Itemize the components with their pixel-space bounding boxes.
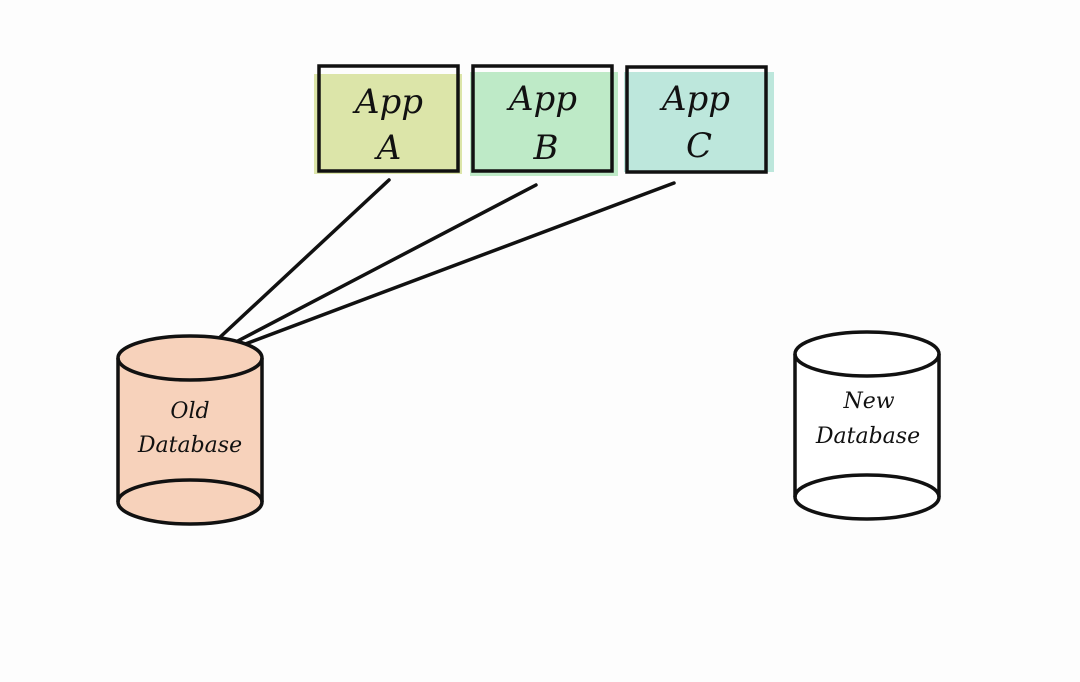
connector-app-c-old-db: [190, 181, 676, 366]
new-database-bottom-front: [793, 496, 941, 521]
app-c-border: [625, 65, 768, 174]
app-b-border: [471, 64, 614, 173]
old-database-label-line1: Old: [170, 399, 209, 424]
new-database-label-line1: New: [842, 389, 894, 414]
app-a-fill: [314, 74, 462, 174]
new-database-label-line2: Database: [815, 424, 920, 449]
app-a-border: [317, 64, 460, 173]
new-database: New Database: [793, 330, 941, 521]
new-database-top: [793, 330, 941, 378]
app-c-letter: C: [686, 126, 712, 166]
app-a-letter: A: [374, 128, 402, 168]
new-database-bottom-back: [793, 473, 941, 498]
connector-app-a-old-db: [186, 178, 391, 369]
app-c-fill: [624, 72, 774, 172]
old-database-bottom-front: [116, 501, 264, 526]
app-b-box: App B: [470, 64, 618, 176]
old-database: Old Database: [116, 334, 264, 526]
app-b-fill: [470, 72, 618, 176]
old-database-bottom-back: [116, 478, 264, 503]
app-a-box: App A: [314, 64, 462, 174]
connectors: [186, 178, 676, 369]
app-a-title: App: [352, 82, 423, 122]
app-c-title: App: [659, 79, 730, 119]
connector-app-b-old-db: [188, 183, 538, 368]
old-database-top: [116, 334, 264, 382]
app-b-title: App: [506, 79, 577, 119]
old-database-label-line2: Database: [137, 433, 242, 458]
app-c-box: App C: [624, 65, 774, 174]
app-b-letter: B: [533, 128, 559, 168]
